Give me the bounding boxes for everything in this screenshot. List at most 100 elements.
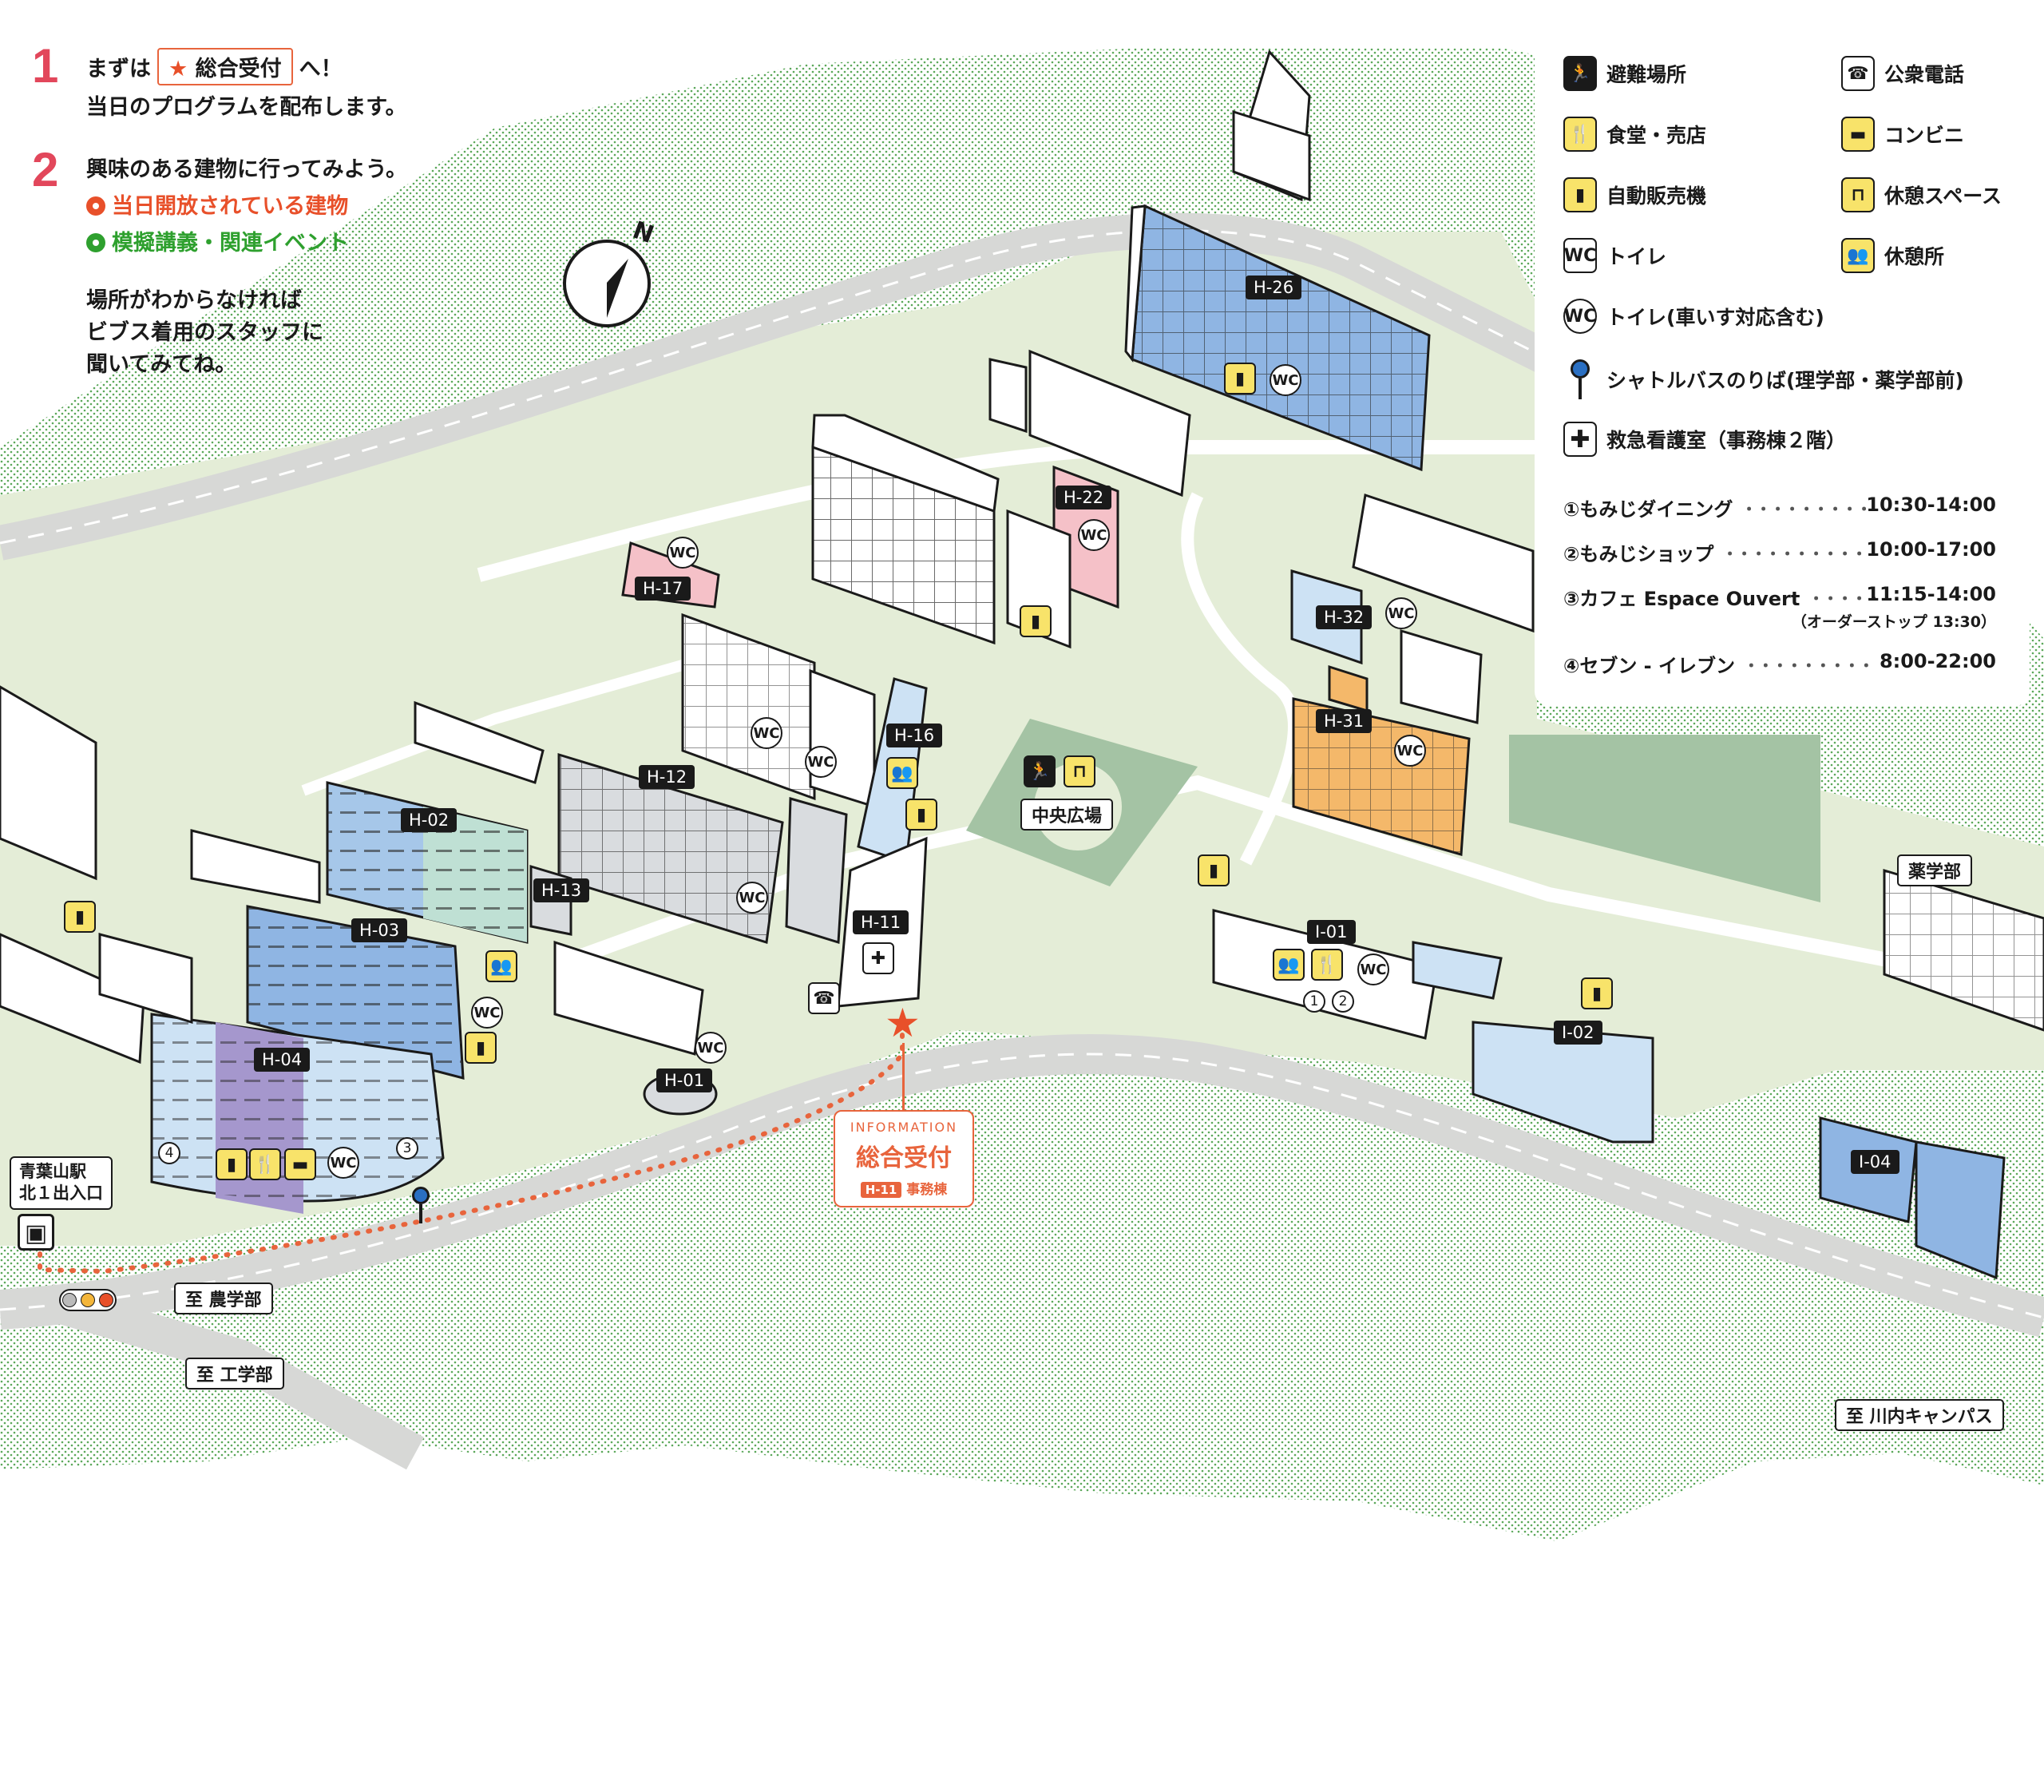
building-label-h12[interactable]: H-12 (639, 765, 695, 789)
building-label-h11[interactable]: H-11 (853, 910, 909, 934)
wc-icon: WC (471, 997, 503, 1029)
building-label-h22[interactable]: H-22 (1056, 486, 1112, 509)
bottle-icon: ▮ (216, 1148, 248, 1180)
bottle-icon: ▮ (1198, 854, 1230, 886)
building-label-h04[interactable]: H-04 (254, 1048, 311, 1072)
evacuation-icon: 🏃 (1024, 755, 1056, 787)
people-seated-icon: 👥 (1273, 949, 1305, 981)
legend-events: 模擬講義・関連イベント (86, 225, 349, 256)
legend-conv: ▬コンビニ (1841, 117, 1964, 152)
evacuation-icon: 🏃 (1563, 56, 1597, 91)
building-label-i01[interactable]: I-01 (1307, 920, 1356, 944)
building-label-i04[interactable]: I-04 (1851, 1150, 1899, 1174)
first-aid-cross-icon: ✚ (862, 942, 894, 974)
legend-phone: ☎公衆電話 (1841, 56, 1964, 91)
wc-icon: WC (1394, 735, 1426, 767)
shop-marker-m2: 2 (1332, 990, 1354, 1013)
information-desk-card[interactable]: INFORMATION 総合受付 H-11 事務棟 (834, 1110, 974, 1207)
building-h12[interactable] (557, 613, 816, 944)
wc-accessible-icon: WC (1563, 299, 1597, 334)
hours-row-2: ②もみじショップ ･･････････10:00-17:00 (1563, 538, 1996, 565)
wc-icon: WC (1357, 953, 1389, 985)
building-label-h02[interactable]: H-02 (401, 808, 458, 832)
people-seated-icon: 👥 (485, 950, 517, 982)
fork-knife-icon: 🍴 (1563, 117, 1597, 152)
wc-icon: WC (736, 882, 768, 914)
building-label-h03[interactable]: H-03 (351, 918, 408, 942)
wc-icon: WC (1563, 238, 1597, 273)
fork-knife-icon: 🍴 (1311, 949, 1343, 981)
place-label-plaza: 中央広場 (1020, 799, 1114, 831)
building-label-h01[interactable]: H-01 (656, 1068, 713, 1092)
info-pointer-line (902, 1043, 905, 1112)
compass: N (563, 216, 657, 327)
info-star-marker: ★ (885, 1000, 921, 1046)
first-aid-cross-icon: ✚ (1563, 422, 1597, 457)
walking-route (38, 1028, 905, 1275)
step2-line1: 興味のある建物に行ってみよう。 (86, 157, 408, 182)
phone-icon: ☎ (1841, 56, 1875, 91)
step1-line2: 当日のプログラムを配布します。 (86, 95, 407, 120)
building-label-h26[interactable]: H-26 (1246, 276, 1302, 299)
building-h31[interactable] (1292, 664, 1471, 856)
wc-icon: WC (751, 717, 782, 749)
wc-icon: WC (1385, 597, 1417, 629)
sports-field (1509, 735, 1820, 902)
place-label-to-agri: 至 農学部 (174, 1283, 273, 1314)
building-label-i02[interactable]: I-02 (1554, 1021, 1602, 1045)
step1-number: 1 (32, 39, 59, 93)
building-h02[interactable] (326, 781, 529, 944)
building-h26[interactable] (1124, 204, 1431, 472)
place-label-to-eng: 至 工学部 (185, 1358, 284, 1390)
bottle-icon: ▮ (1581, 977, 1613, 1009)
place-label-to-kawauchi: 至 川内キャンパス (1835, 1399, 2004, 1431)
wc-icon: WC (695, 1032, 727, 1064)
legend-evac: 🏃避難場所 (1563, 56, 1686, 91)
building-pharmacy (1883, 868, 2044, 1032)
star-icon: ★ (168, 57, 188, 81)
bench-icon: ⊓ (1064, 755, 1095, 787)
wc-icon: WC (667, 537, 699, 569)
station-label: 青葉山駅北１出入口 (10, 1156, 113, 1210)
shop-marker-m1: 1 (1303, 990, 1325, 1013)
legend-first-aid: ✚救急看護室（事務棟２階） (1563, 422, 1846, 457)
legend-open-buildings: 当日開放されている建物 (86, 188, 348, 220)
legend-panel: 🏃避難場所 ☎公衆電話 🍴食堂・売店 ▬コンビニ ▮自動販売機 ⊓休憩スペース … (1535, 30, 2030, 706)
hours-row-3: ③カフェ Espace Ouvert ･････11:15-14:00 (1563, 583, 1996, 610)
legend-bus: シャトルバスのりば(理学部・薬学部前) (1563, 359, 1964, 399)
building-label-h17[interactable]: H-17 (635, 577, 691, 601)
building-east-white (1352, 494, 1535, 724)
wc-icon: WC (1270, 364, 1301, 396)
help-line3: 聞いてみてね。 (86, 352, 237, 377)
building-label-h16[interactable]: H-16 (886, 724, 943, 747)
shop-marker-m4: 4 (158, 1142, 180, 1164)
building-center-north (811, 414, 1000, 645)
building-i02[interactable] (1472, 1021, 1654, 1144)
shop-marker-m3: 3 (396, 1137, 418, 1160)
people-seated-icon: 👥 (1841, 238, 1875, 273)
building-label-h13[interactable]: H-13 (533, 878, 590, 902)
orange-dot-icon (86, 196, 105, 216)
step2-number: 2 (32, 143, 59, 196)
wc-icon: WC (1078, 519, 1110, 551)
traffic-light-icon (59, 1289, 117, 1311)
store-icon: ▬ (284, 1148, 316, 1180)
building-label-h32[interactable]: H-32 (1316, 605, 1373, 629)
hours-row-1: ①もみじダイニング ･････････10:30-14:00 (1563, 494, 1996, 521)
wc-icon: WC (327, 1147, 359, 1179)
place-label-pharmacy: 薬学部 (1897, 854, 1973, 886)
compass-needle-icon (607, 259, 628, 318)
bottle-icon: ▮ (64, 901, 96, 933)
building-north-l (1232, 50, 1311, 202)
step1-line: まずは★ 総合受付へ！ (86, 48, 343, 85)
help-line1: 場所がわからなければ (86, 288, 302, 313)
bottle-icon: ▮ (1224, 363, 1256, 394)
legend-vending: ▮自動販売機 (1563, 177, 1706, 212)
help-line2: ビブス着用のスタッフに (86, 320, 323, 345)
people-seated-icon: 👥 (886, 757, 918, 789)
bus-stop-icon (1563, 359, 1597, 399)
building-label-h31[interactable]: H-31 (1316, 709, 1373, 733)
wc-icon: WC (805, 746, 837, 778)
